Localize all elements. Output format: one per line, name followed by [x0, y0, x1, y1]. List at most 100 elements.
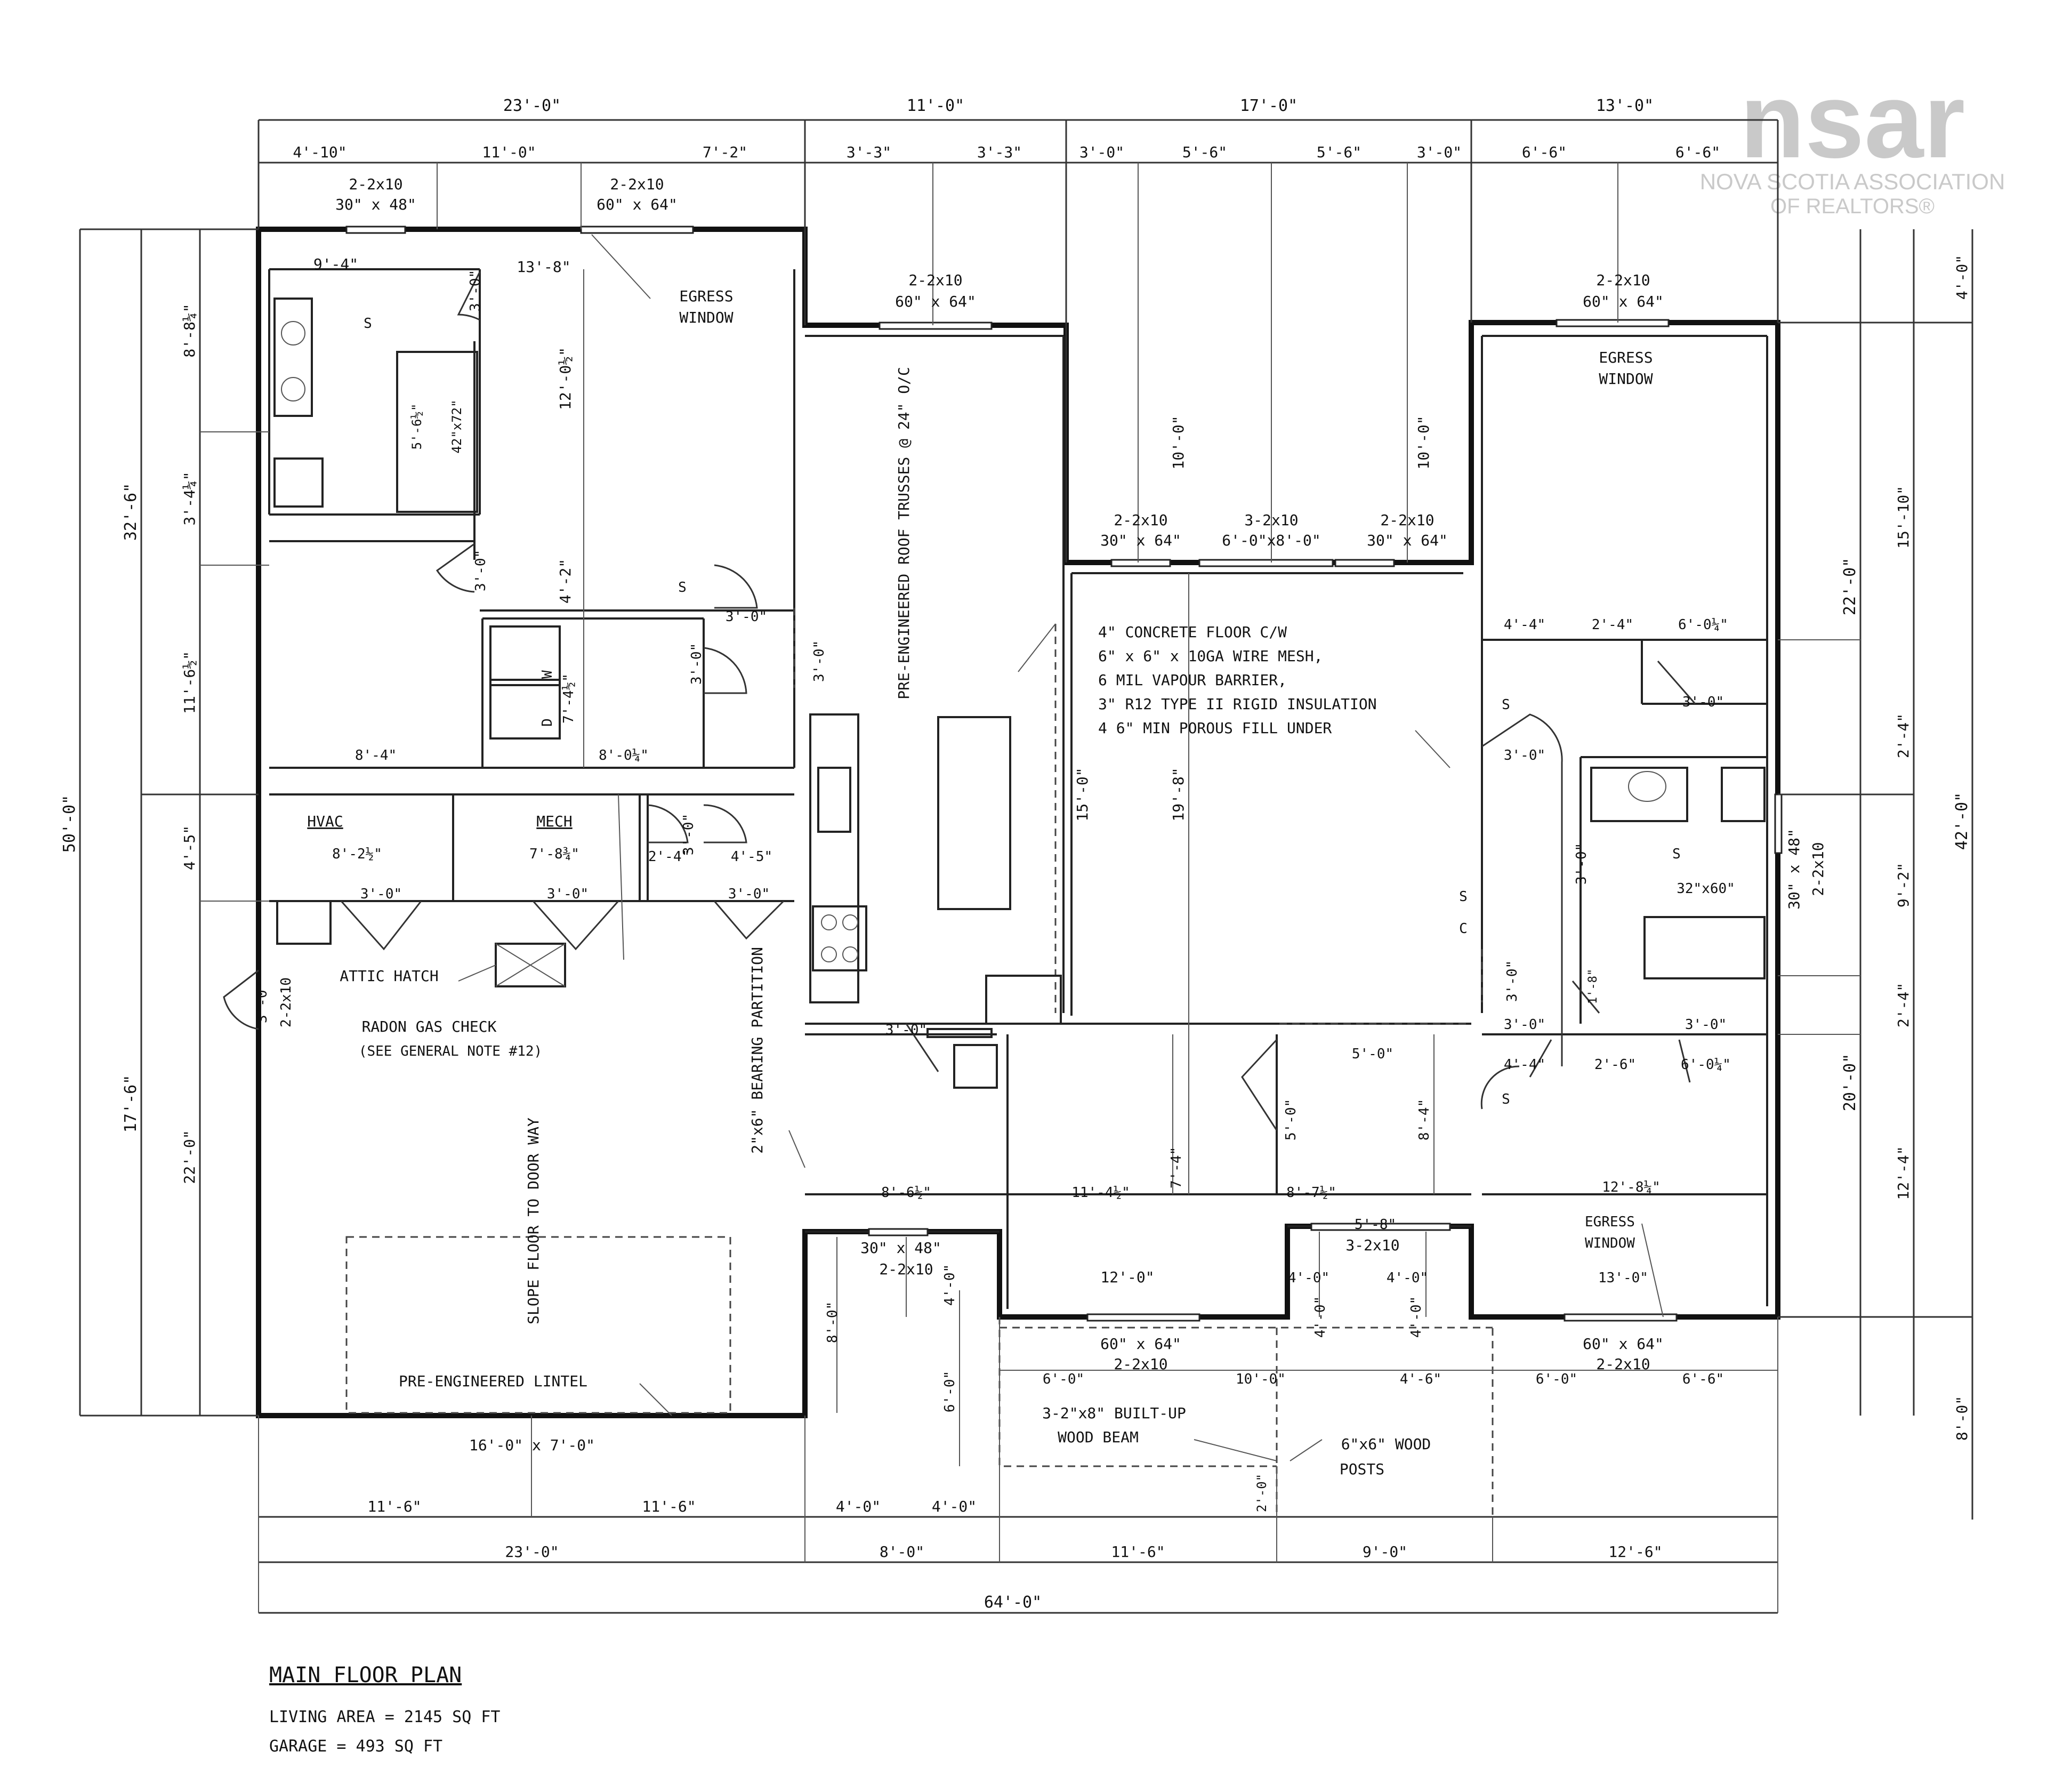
garage-door-size: 16'-0" x 7'-0" [469, 1436, 595, 1454]
window-garage [868, 1228, 929, 1236]
foyer-a: 4'-0" [1288, 1270, 1329, 1286]
primary-width: 13'-8" [517, 258, 570, 276]
kitchen-height: 15'-0" [1074, 767, 1091, 821]
dim-top-inner-5: 3'-3" [977, 143, 1022, 161]
lintel-label: PRE-ENGINEERED LINTEL [399, 1372, 587, 1390]
dim-top-inner-7: 5'-6" [1182, 143, 1227, 161]
w11-size: 30" x 48" [1785, 829, 1803, 910]
bed2-door: 3'-0" [1504, 748, 1545, 764]
closet-c: 4'-5" [731, 849, 772, 865]
w2-size: 60" x 64" [597, 196, 678, 213]
logo-line-2: OF REALTORS® [1770, 195, 1935, 218]
attic-hatch-label: ATTIC HATCH [340, 967, 438, 985]
dim-bottom-r1-2: 11'-6" [642, 1498, 696, 1515]
dim-top-outer-4: 13'-0" [1596, 97, 1654, 115]
bed3-w3: 6'-0¼" [1681, 1057, 1731, 1073]
dim-top-outer-1: 23'-0" [503, 97, 561, 115]
door-hvac: 3'-0" [360, 886, 402, 902]
foyer-height: 8'-4" [1416, 1099, 1432, 1140]
pantry-door: 3'-0" [885, 1022, 927, 1038]
dim-bottom-r2-4: 9'-0" [1363, 1543, 1407, 1561]
shower-dim: 5'-6½" [409, 404, 424, 450]
bath2-vanity [1590, 767, 1688, 822]
w6-size: 6'-0"x8'-0" [1222, 532, 1320, 549]
tub-size: 32"x60" [1677, 881, 1735, 897]
dim-right-inner-6: 12'-4" [1895, 1146, 1912, 1200]
foyer-c: 4'-0" [1312, 1296, 1328, 1338]
w4-type: 2-2x10 [1596, 271, 1650, 289]
laundry-door: 3'-0" [726, 609, 767, 625]
interior-walls [268, 268, 1768, 1309]
dim-top-inner-9: 3'-0" [1417, 143, 1462, 161]
room-labels: 9'-4" 3'-0" S 5'-6½" 42"x72" 13'-8" 12'-… [307, 255, 1735, 1512]
side-door-size: 3'-0" [254, 982, 270, 1023]
w5-type: 2-2x10 [1114, 511, 1167, 529]
dim-right-mid-1: 22'-0" [1841, 558, 1859, 615]
dim-left-mid-2: 17'-6" [122, 1075, 140, 1132]
window-kitchen [879, 322, 993, 330]
egress-2-line-2: WINDOW [1599, 370, 1653, 388]
egress-3-line-2: WINDOW [1585, 1235, 1635, 1251]
range-icon [812, 905, 867, 971]
post-line-2: POSTS [1340, 1460, 1384, 1478]
washer-label: W [539, 670, 555, 679]
w8-size: 30" x 48" [860, 1239, 941, 1257]
dim-left-inner-2: 3'-4¼" [181, 471, 198, 525]
w10-size: 60" x 64" [1583, 1335, 1664, 1353]
foyer-door: 5'-0" [1283, 1099, 1299, 1140]
great-room-w2: 10'-0" [1415, 415, 1432, 469]
dining-width-2: 12'-0" [1100, 1268, 1154, 1286]
dim-right-outer: 42'-0" [1953, 792, 1971, 850]
kitchen-counter [809, 713, 859, 1003]
dimension-lines [79, 119, 1973, 1614]
window-bath2 [1774, 793, 1783, 854]
dim-bottom-r2-2: 8'-0" [880, 1543, 924, 1561]
dim-bottom-r1-3: 4'-0" [836, 1498, 881, 1515]
w8-type: 2-2x10 [879, 1260, 933, 1278]
shower [396, 351, 478, 513]
hall-opening: 3'-0" [1504, 960, 1520, 1002]
left-dimension-labels: 50'-0" 32'-6" 17'-6" 8'-8¼" 3'-4¼" 11'-6… [60, 303, 198, 1184]
egress-2-line-1: EGRESS [1599, 349, 1653, 366]
foyer-width-2: 8'-7½" [1286, 1185, 1336, 1201]
wic-height: 4'-2" [557, 559, 574, 604]
slab-note-5: 4 6" MIN POROUS FILL UNDER [1098, 719, 1332, 737]
laundry-side: 3'-0" [689, 643, 705, 685]
kitchen-island [937, 716, 1011, 910]
radon-line-1: RADON GAS CHECK [362, 1018, 497, 1035]
living-area: LIVING AREA = 2145 SQ FT [269, 1708, 500, 1726]
bottom-dimension-labels: 11'-6" 11'-6" 4'-0" 4'-0" 23'-0" 8'-0" 1… [367, 1498, 1662, 1612]
window-dining [1086, 1313, 1200, 1322]
kitchen-opening: 3'-0" [811, 640, 827, 682]
w10-type: 2-2x10 [1596, 1355, 1650, 1373]
shower-size: 42"x72" [449, 399, 464, 453]
bath-width: 8'-4" [355, 748, 397, 764]
w7-size: 30" x 64" [1367, 532, 1448, 549]
bed3-door-1: 3'-0" [1504, 1017, 1545, 1033]
garage-side-1: 8'-0" [825, 1301, 841, 1343]
pantry-width: 8'-6½" [881, 1185, 931, 1201]
bed2-w2: 2'-4" [1592, 617, 1633, 633]
dim-bottom-r1-1: 11'-6" [367, 1498, 421, 1515]
nsar-logo: nsar NOVA SCOTIA ASSOCIATION OF REALTORS… [1700, 61, 2005, 218]
smoke-great: S [1459, 889, 1468, 905]
plan-caption: MAIN FLOOR PLAN LIVING AREA = 2145 SQ FT… [269, 1663, 500, 1756]
beam-line-1: 3-2"x8" BUILT-UP [1042, 1404, 1186, 1422]
dim-bottom-r2-1: 23'-0" [505, 1543, 559, 1561]
slope-floor-label: SLOPE FLOOR TO DOOR WAY [525, 1118, 542, 1324]
porch-2: 10'-0" [1236, 1371, 1286, 1387]
windows [345, 226, 1783, 1322]
bed3-width: 12'-8¼" [1602, 1179, 1661, 1195]
great-room-w1: 10'-0" [1170, 415, 1187, 469]
dim-bottom-total: 64'-0" [984, 1593, 1042, 1612]
dim-top-inner-2: 11'-0" [482, 143, 536, 161]
vanity-double [273, 298, 313, 417]
door-closet: 3'-0" [728, 886, 770, 902]
washer-icon [489, 625, 561, 686]
porch-height: 2'-0" [1254, 1474, 1269, 1512]
closet-a: 2'-4" [648, 849, 690, 865]
porch-5: 6'-6" [1682, 1371, 1724, 1387]
bearing-partition-label: 2"x6" BEARING PARTITION [748, 947, 766, 1154]
window-great-2 [1198, 559, 1334, 567]
smoke-bed2: S [1502, 697, 1510, 713]
